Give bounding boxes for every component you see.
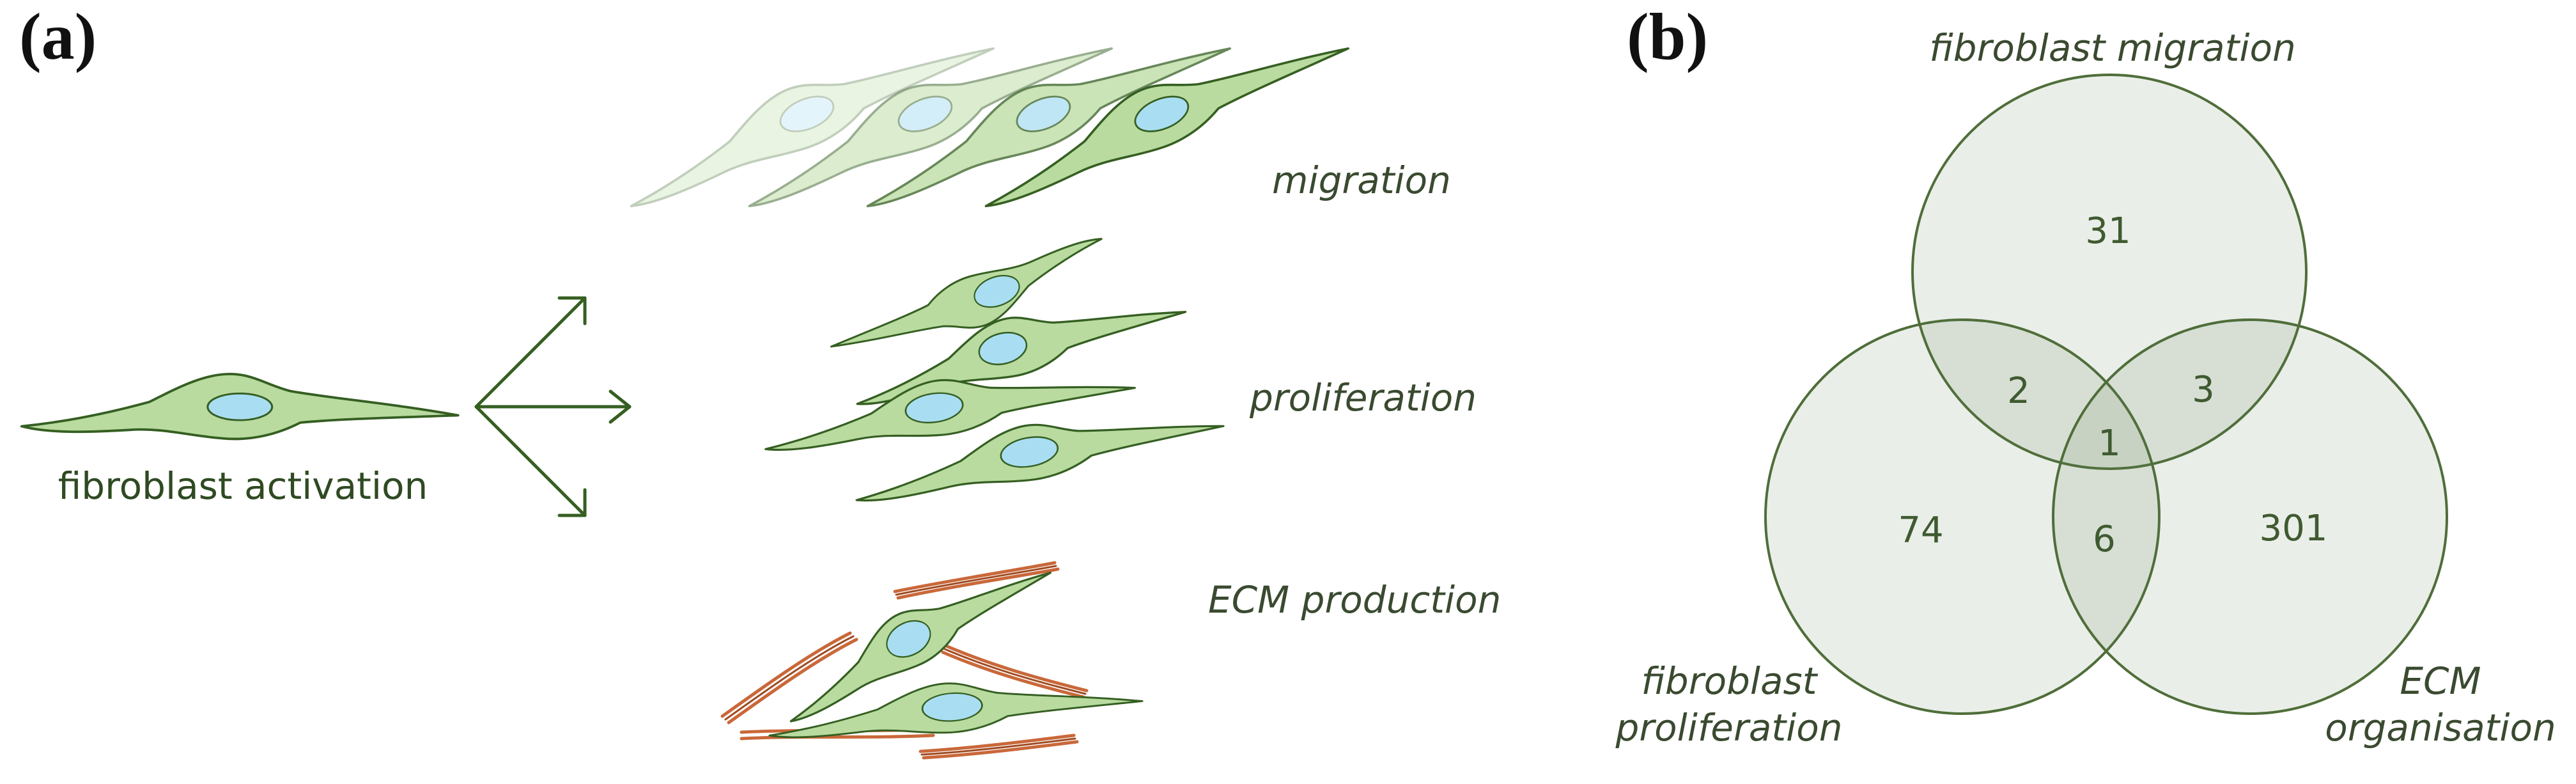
migration-illustration [611,11,1358,219]
count-migration-proliferation: 2 [2007,370,2030,412]
set-label-ecm-organisation-line2: organisation [2325,706,2556,749]
set-circle-fibroblast-proliferation [1764,318,2161,715]
count-proliferation-ecm: 6 [2093,519,2116,560]
panel-b-label: (b) [1627,0,1708,74]
caption-proliferation: proliferation [1249,376,1477,419]
source-fibroblast [22,374,458,439]
count-ecm-only: 301 [2260,508,2328,549]
set-label-fibroblast-migration: fibroblast migration [1929,26,2295,70]
set-label-fibroblast-proliferation-line1: fibroblast [1641,659,1818,703]
proliferation-illustration [758,228,1229,512]
count-migration-ecm: 3 [2192,369,2215,411]
set-circle-ecm-organisation [2052,318,2448,715]
ecm-illustration [720,540,1145,760]
panel-a: (a) fibroblast activation [19,0,1501,760]
count-all-three: 1 [2098,423,2121,464]
set-circle-fibroblast-migration [1911,74,2308,470]
arrow-up-right-icon [474,296,587,409]
count-proliferation-only: 74 [1898,510,1943,551]
arrow-right-icon [474,389,632,424]
arrow-down-right-icon [474,405,587,517]
source-caption: fibroblast activation [58,464,428,508]
caption-ecm-production: ECM production [1208,578,1501,622]
panel-a-label: (a) [19,0,97,74]
venn-diagram: 31 74 301 2 3 6 1 [1764,74,2448,715]
collagen-fibres [720,561,1089,760]
count-migration-only: 31 [2085,210,2130,252]
panel-b: (b) 31 74 301 2 3 6 1 fibroblast migrati… [1615,0,2556,749]
set-label-ecm-organisation-line1: ECM [2400,659,2481,703]
set-label-fibroblast-proliferation-line2: proliferation [1615,706,1843,749]
caption-migration: migration [1272,159,1451,202]
